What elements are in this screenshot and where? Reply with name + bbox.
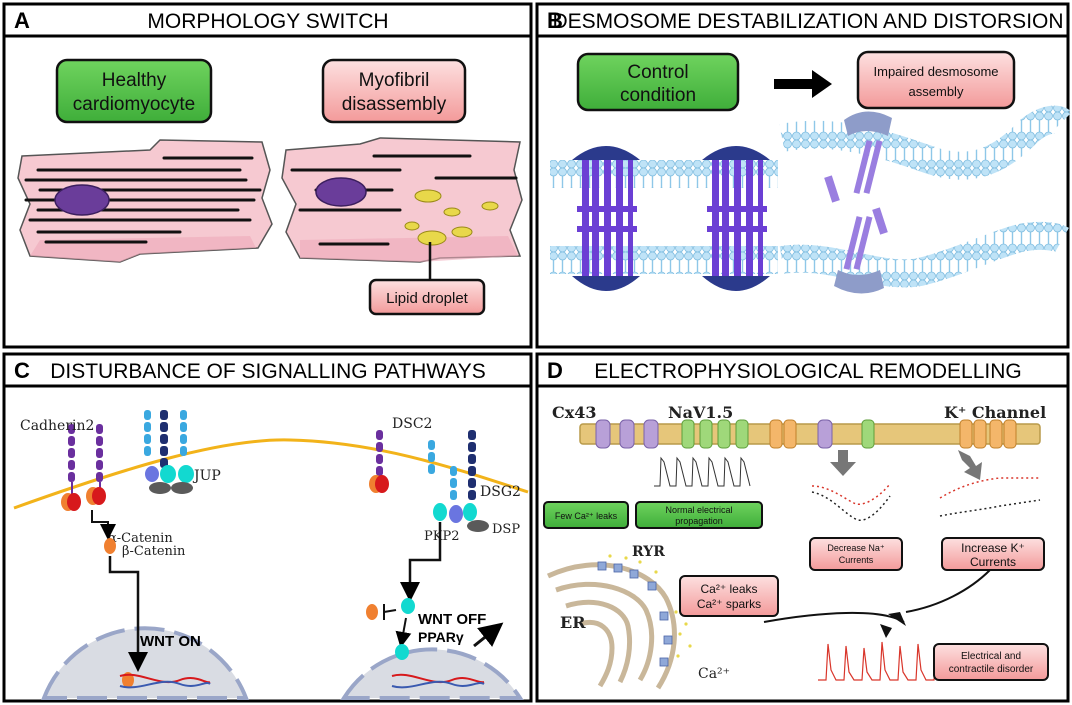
- k-channel-label: K⁺ Channel: [944, 403, 1046, 422]
- normal-propagation-line2: propagation: [675, 516, 723, 526]
- dsg-label: DSG2: [480, 484, 521, 500]
- control-label-box: Control condition: [576, 52, 740, 112]
- jup-label: JUP: [192, 468, 221, 484]
- desmosome-impaired: [824, 111, 892, 294]
- ca-leaks-line2: Ca²⁺ sparks: [697, 597, 761, 611]
- disorder-line1: Electrical and: [961, 651, 1021, 662]
- arrow-right-icon: [774, 70, 832, 98]
- k-current-plot: [939, 477, 1041, 517]
- panel-c-title: DISTURBANCE OF SIGNALLING PATHWAYS: [50, 360, 486, 383]
- healthy-label-line1: Healthy: [102, 70, 167, 91]
- panel-d: D ELECTROPHYSIOLOGICAL REMODELLING Cx43 …: [535, 352, 1070, 703]
- impaired-label-box: Impaired desmosome assembly: [856, 50, 1016, 110]
- nav-label: NaV1.5: [668, 403, 733, 422]
- few-leaks-box: Few Ca²⁺ leaks: [543, 501, 629, 529]
- membrane-distorted-top: [779, 105, 1072, 180]
- impaired-label-line1: Impaired desmosome: [874, 64, 999, 79]
- increase-k-box: Increase K⁺ Currents: [941, 537, 1045, 571]
- healthy-label-box: Healthy cardiomyocyte: [55, 58, 213, 124]
- nucleus: [54, 184, 110, 216]
- myofibril-label-box: Myofibril disassembly: [321, 58, 467, 124]
- membrane-band: [579, 423, 1041, 445]
- panel-a-letter: A: [14, 8, 30, 33]
- ion-channels: [595, 419, 1017, 449]
- panel-b: B DESMOSOME DESTABILIZATION AND DISTORSI…: [535, 2, 1072, 349]
- myofibril-label-line2: disassembly: [342, 94, 447, 115]
- ca-leaks-line1: Ca²⁺ leaks: [700, 582, 757, 596]
- panel-d-title: ELECTROPHYSIOLOGICAL REMODELLING: [594, 360, 1022, 383]
- nucleus: [315, 177, 367, 207]
- ppar-label: PPARγ: [418, 629, 464, 645]
- panel-d-letter: D: [547, 358, 563, 383]
- decrease-na-line2: Currents: [839, 555, 874, 565]
- healthy-label-line2: cardiomyocyte: [73, 94, 196, 115]
- ca-label: Ca²⁺: [698, 666, 730, 682]
- desmosome-control-left: [572, 146, 640, 291]
- disorder-line2: contractile disorder: [949, 664, 1034, 675]
- normal-propagation-line1: Normal electrical: [665, 505, 732, 515]
- disorder-box: Electrical and contractile disorder: [933, 643, 1049, 681]
- endoplasmic-reticulum: [546, 562, 677, 690]
- wnt-on-label: WNT ON: [140, 633, 201, 650]
- down-arrow-icon: [830, 450, 856, 476]
- arrowhead-icon: [888, 612, 906, 626]
- na-current-plot: [811, 483, 891, 521]
- cadherin-label: Cadherin2: [20, 418, 94, 434]
- panel-a: A MORPHOLOGY SWITCH Healthy cardiomyocyt…: [2, 2, 533, 349]
- beta-catenin-label: β-Catenin: [122, 544, 186, 559]
- dna-right: [391, 673, 485, 684]
- ryr-label: RYR: [632, 544, 665, 560]
- dsc-label: DSC2: [392, 416, 432, 432]
- down-arrow-icon: [958, 450, 982, 480]
- beta-catenin-dot: [104, 538, 116, 554]
- beta-catenin-right: [401, 598, 415, 614]
- panel-b-letter: B: [547, 8, 563, 33]
- normal-propagation-box: Normal electrical propagation: [635, 501, 763, 529]
- ca-dots: [608, 554, 692, 658]
- decrease-na-line1: Decrease Na⁺: [827, 543, 885, 553]
- cadherin-left: [61, 424, 106, 511]
- desmosome-control-right: [702, 146, 770, 291]
- decrease-na-box: Decrease Na⁺ Currents: [809, 537, 903, 571]
- normal-ap-trace: [654, 456, 751, 487]
- dna-left: [119, 673, 211, 684]
- few-leaks-label: Few Ca²⁺ leaks: [555, 511, 618, 521]
- dsp-label: DSP: [492, 522, 520, 537]
- myofibril-label-line1: Myofibril: [359, 70, 430, 91]
- panel-c-letter: C: [14, 358, 30, 383]
- ca-leaks-box: Ca²⁺ leaks Ca²⁺ sparks: [679, 575, 779, 617]
- cadherin-right: [369, 430, 389, 493]
- control-label-line1: Control: [627, 62, 688, 83]
- cx43-label: Cx43: [552, 403, 597, 422]
- panel-a-title: MORPHOLOGY SWITCH: [147, 10, 388, 33]
- membrane-distorted-bottom: [779, 221, 1069, 288]
- control-label-line2: condition: [620, 85, 696, 106]
- lipid-droplet-label-box: Lipid droplet: [368, 278, 486, 316]
- desmosome-complex-right: [428, 430, 489, 532]
- increase-k-line2: Currents: [970, 555, 1016, 569]
- healthy-cardiomyocyte: [17, 139, 273, 263]
- disassembly-cardiomyocyte: [281, 137, 523, 282]
- lipid-droplets: [404, 189, 499, 246]
- panel-b-title: DESMOSOME DESTABILIZATION AND DISTORSION: [552, 10, 1063, 33]
- wnt-off-label: WNT OFF: [418, 611, 486, 628]
- panel-c: C DISTURBANCE OF SIGNALLING PATHWAYS Ca: [2, 352, 533, 703]
- nucleus-right: [340, 647, 524, 700]
- lipid-droplet-label: Lipid droplet: [386, 290, 469, 307]
- cell-membrane: [13, 438, 529, 510]
- alpha-catenin-label: α-Catenin: [108, 531, 173, 546]
- jup-complex-left: [144, 410, 194, 494]
- impaired-label-line2: assembly: [909, 84, 964, 99]
- increase-k-line1: Increase K⁺: [961, 541, 1025, 555]
- ryr-channels: [597, 561, 673, 667]
- er-label: ER: [560, 613, 586, 632]
- pkp-label: PKP2: [424, 529, 459, 544]
